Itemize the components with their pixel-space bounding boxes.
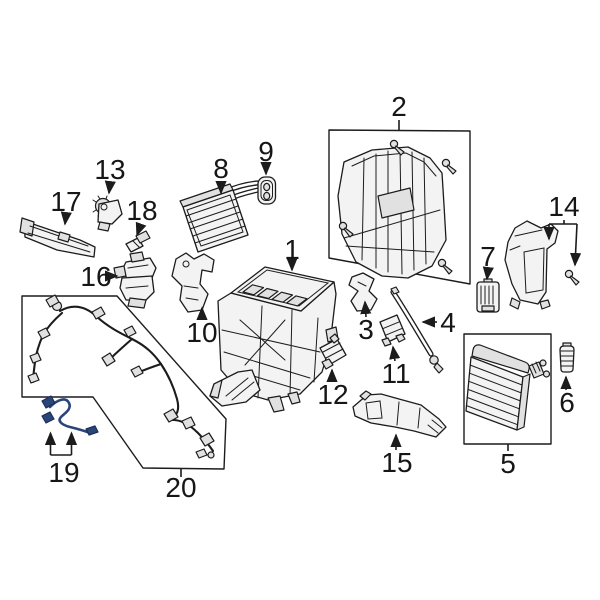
part-5-group-outline [463,333,552,445]
leader-arrow-13 [104,180,116,195]
screw-icon [441,158,457,175]
part-19-wire-sub-harness-selected-drawing[interactable] [41,395,99,436]
callout-label-5[interactable]: 5 [500,448,516,479]
callout-label-16[interactable]: 16 [80,261,111,292]
leader-arrow-7 [482,266,494,281]
callout-label-8[interactable]: 8 [213,153,229,184]
part-12-actuator-motor-drawing[interactable] [319,333,347,370]
part-9-grommet-drawing[interactable] [257,176,277,205]
screw-icon [564,269,580,286]
part-10-bracket-drawing[interactable] [171,252,215,313]
part-2-heater-case-drawing[interactable] [337,139,457,279]
leader-arrow-11 [389,345,401,362]
part-17-bracket-rail-drawing[interactable] [19,217,96,258]
part-5-evaporator-core-drawing[interactable] [465,344,551,431]
callout-label-11[interactable]: 11 [381,358,410,389]
part-13-actuator-motor-drawing[interactable] [92,195,123,232]
callout-label-12[interactable]: 12 [317,379,348,410]
callout-label-6[interactable]: 6 [559,387,575,418]
callout-label-1[interactable]: 1 [284,234,300,265]
callout-label-13[interactable]: 13 [94,154,125,185]
part-7-power-transistor-drawing[interactable] [476,278,500,313]
part-2-group-outline [328,129,471,285]
part-15-lower-duct-drawing[interactable] [352,390,447,438]
callout-label-15[interactable]: 15 [381,447,412,478]
part-14-duct-drawing[interactable] [504,220,580,310]
part-8-heater-core-drawing[interactable] [179,180,261,253]
part-4-rod-drawing[interactable] [390,286,444,374]
part-1-hvac-unit-drawing[interactable] [209,266,339,413]
part-3-bracket-drawing[interactable] [348,272,378,312]
callout-leaders [44,120,582,477]
leader-arrow-18 [135,221,147,237]
leader-bracket-14 [549,220,577,225]
callout-label-7[interactable]: 7 [480,241,496,272]
part-20-wire-harness-drawing[interactable] [27,294,215,459]
part-18-fitting-drawing[interactable] [125,230,151,253]
part-6-seal-drawing[interactable] [559,342,575,373]
leader-arrow-14b [569,223,582,267]
part-11-actuator-motor-drawing[interactable] [379,314,406,347]
callout-labels: 1 2 3 4 5 6 7 8 9 10 11 12 13 14 15 16 1… [48,91,579,503]
callout-label-20[interactable]: 20 [165,472,196,503]
part-20-group-outline [21,295,227,470]
screw-icon [437,258,453,275]
callout-label-3[interactable]: 3 [358,314,374,345]
screw-icon [338,221,354,238]
callout-label-2[interactable]: 2 [391,91,407,122]
screw-icon [389,139,405,156]
callout-label-18[interactable]: 18 [126,195,157,226]
callout-label-14[interactable]: 14 [548,191,579,222]
leader-arrow-17 [60,211,72,226]
callout-label-17[interactable]: 17 [50,186,81,217]
callout-label-4[interactable]: 4 [440,307,456,338]
callout-label-19[interactable]: 19 [48,457,79,488]
callout-label-9[interactable]: 9 [258,136,274,167]
leader-arrow-3 [360,300,372,318]
callout-label-10[interactable]: 10 [186,317,217,348]
